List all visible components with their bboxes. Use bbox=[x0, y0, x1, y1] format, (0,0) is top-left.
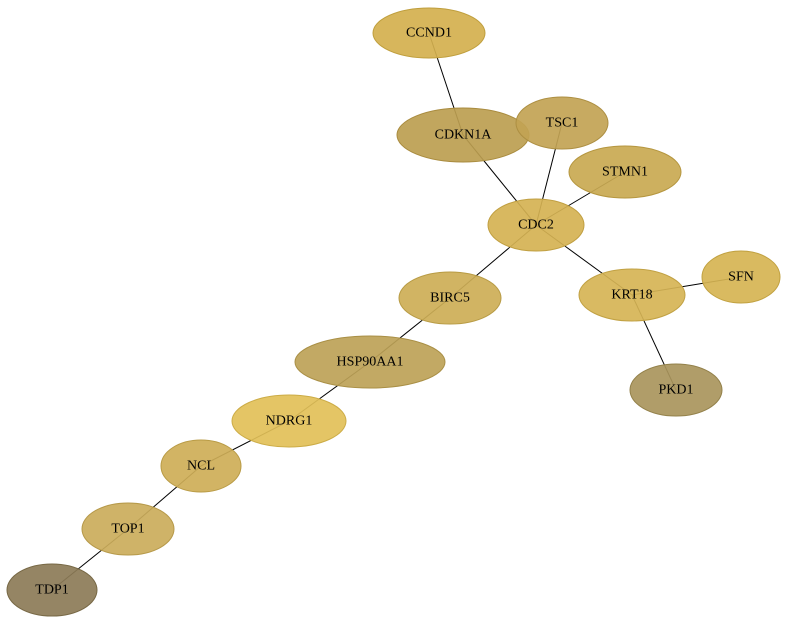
node-ellipse-cdc2 bbox=[487, 198, 585, 252]
node-label-sfn: SFN bbox=[728, 270, 754, 285]
node-tsc1: TSC1 bbox=[515, 96, 609, 150]
node-label-ccnd1: CCND1 bbox=[406, 26, 452, 41]
node-label-ndrg1: NDRG1 bbox=[266, 414, 313, 429]
node-ellipse-hsp90aa1 bbox=[294, 335, 446, 389]
node-label-pkd1: PKD1 bbox=[658, 383, 693, 398]
node-label-tdp1: TDP1 bbox=[35, 583, 68, 598]
node-label-top1: TOP1 bbox=[111, 522, 144, 537]
node-ellipse-tsc1 bbox=[515, 96, 609, 150]
node-label-ncl: NCL bbox=[187, 459, 215, 474]
node-ellipse-krt18 bbox=[578, 268, 686, 322]
node-birc5: BIRC5 bbox=[398, 271, 502, 325]
node-ncl: NCL bbox=[160, 439, 242, 493]
node-stmn1: STMN1 bbox=[568, 145, 682, 199]
node-ellipse-birc5 bbox=[398, 271, 502, 325]
node-label-birc5: BIRC5 bbox=[430, 291, 470, 306]
node-pkd1: PKD1 bbox=[629, 363, 723, 417]
node-cdc2: CDC2 bbox=[487, 198, 585, 252]
node-label-cdkn1a: CDKN1A bbox=[435, 128, 493, 143]
node-sfn: SFN bbox=[701, 250, 781, 304]
node-hsp90aa1: HSP90AA1 bbox=[294, 335, 446, 389]
node-tdp1: TDP1 bbox=[6, 563, 98, 617]
node-ellipse-tdp1 bbox=[6, 563, 98, 617]
node-cdkn1a: CDKN1A bbox=[396, 107, 530, 163]
node-label-stmn1: STMN1 bbox=[602, 165, 648, 180]
node-ellipse-stmn1 bbox=[568, 145, 682, 199]
node-ellipse-pkd1 bbox=[629, 363, 723, 417]
node-label-krt18: KRT18 bbox=[611, 288, 652, 303]
node-ellipse-ccnd1 bbox=[372, 7, 486, 59]
node-top1: TOP1 bbox=[81, 502, 175, 556]
node-ellipse-sfn bbox=[701, 250, 781, 304]
node-ellipse-top1 bbox=[81, 502, 175, 556]
node-ellipse-ncl bbox=[160, 439, 242, 493]
node-label-hsp90aa1: HSP90AA1 bbox=[337, 355, 404, 370]
node-ccnd1: CCND1 bbox=[372, 7, 486, 59]
node-ndrg1: NDRG1 bbox=[231, 394, 347, 448]
node-krt18: KRT18 bbox=[578, 268, 686, 322]
node-label-cdc2: CDC2 bbox=[518, 218, 554, 233]
node-label-tsc1: TSC1 bbox=[546, 116, 579, 131]
node-ellipse-ndrg1 bbox=[231, 394, 347, 448]
